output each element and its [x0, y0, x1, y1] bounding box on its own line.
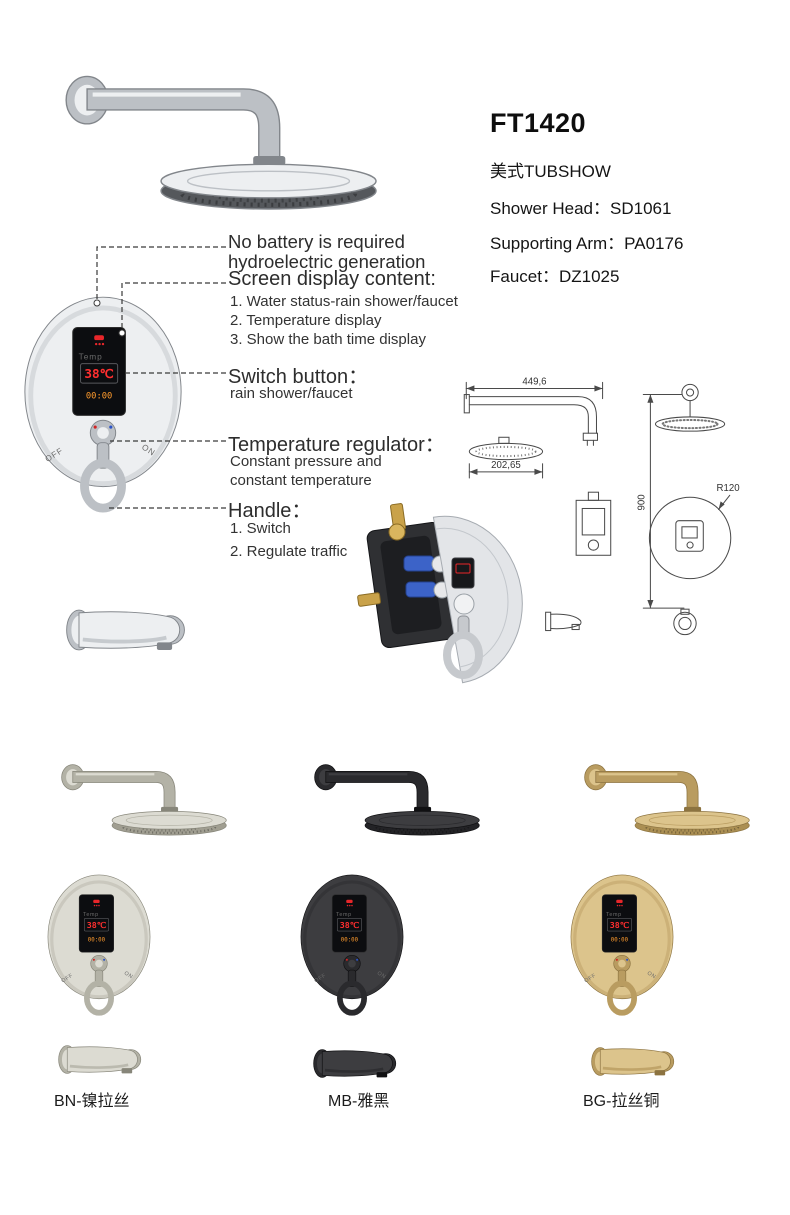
svg-text:900: 900	[636, 494, 647, 510]
dim-arm-length: 449,6	[465, 376, 604, 400]
control-panel-mb	[295, 873, 409, 1023]
annotation-screen-title: Screen display content:	[228, 268, 436, 290]
svg-text:202,65: 202,65	[491, 460, 521, 471]
spec-supporting-arm: Supporting Arm：PA0176	[490, 234, 684, 253]
valve-assembly-illustration	[357, 503, 523, 684]
annotation-switch-title: Switch button：	[228, 366, 369, 388]
tub-spout-bg	[587, 1035, 693, 1088]
variant-column-mb: MB-雅黑	[295, 755, 510, 1115]
spec-faucet: Faucet：DZ1025	[490, 267, 620, 286]
tub-spout-mb	[309, 1037, 415, 1090]
shower-head-arm-chrome	[48, 58, 383, 226]
variant-label-bg: BG-拉丝铜	[583, 1093, 660, 1110]
annotation-switch-desc: rain shower/faucet	[230, 385, 353, 402]
valve-box-view	[575, 491, 612, 556]
tub-spout-chrome	[60, 592, 212, 668]
annotation-battery-line1: No battery is required	[228, 231, 405, 252]
product-series: 美式TUBSHOW	[490, 162, 611, 181]
tub-spout-bn	[54, 1033, 160, 1086]
variant-column-bg: BG-拉丝铜	[565, 755, 780, 1115]
head-side-view: 202,65	[468, 436, 544, 479]
control-panel-bn	[42, 873, 156, 1023]
shower-head-arm-mb	[305, 755, 483, 844]
rough-in-valve	[357, 503, 456, 649]
control-panel-bg	[565, 873, 679, 1023]
annotation-temp-desc: Constant pressure and constant temperatu…	[230, 453, 382, 491]
valve-trim-plate	[432, 515, 523, 684]
annotation-handle-item1: 1. Switch	[230, 520, 291, 537]
annotation-screen-item2: 2. Temperature display	[230, 311, 382, 329]
svg-text:449,6: 449,6	[522, 376, 546, 387]
annotation-screen-item3: 3. Show the bath time display	[230, 330, 426, 348]
annotation-handle-item2: 2. Regulate traffic	[230, 542, 348, 560]
spec-shower-head: Shower Head：SD1061	[490, 199, 672, 218]
shower-head-arm-bn	[52, 755, 230, 844]
spout-side-view	[545, 611, 582, 632]
annotation-screen-item1: 1. Water status-rain shower/faucet	[230, 293, 458, 310]
leader-line-battery	[96, 246, 226, 300]
annotation-battery-line2: hydroelectric generation	[228, 250, 426, 272]
flange-front-view	[673, 608, 697, 636]
variant-column-bn: BN-镍拉丝	[42, 755, 257, 1115]
arm-side-view	[463, 394, 599, 446]
annotation-temp-title: Temperature regulator：	[228, 434, 445, 456]
annotation-battery: No battery is required hydroelectric gen…	[228, 232, 425, 272]
panel-front-view: R120	[648, 483, 740, 580]
annotation-temp-desc-line1: Constant pressure and	[230, 453, 382, 470]
shower-head-arm-bg	[575, 755, 753, 844]
svg-text:R120: R120	[717, 483, 740, 494]
variant-label-mb: MB-雅黑	[328, 1093, 390, 1110]
head-front-view	[654, 383, 726, 432]
control-panel-chrome	[20, 294, 186, 524]
product-model: FT1420	[490, 108, 587, 138]
dim-install-height: 900	[636, 394, 685, 609]
annotation-screen-items: 1. Water status-rain shower/faucet 2. Te…	[230, 293, 458, 350]
variant-label-bn: BN-镍拉丝	[54, 1093, 130, 1110]
technical-dimension-drawing: 449,6 202,65 900	[463, 376, 740, 636]
annotation-handle-title: Handle：	[228, 500, 312, 522]
annotation-handle-items: 1. Switch 2. Regulate traffic	[230, 518, 347, 563]
annotation-temp-desc-line2: constant temperature	[230, 471, 372, 489]
